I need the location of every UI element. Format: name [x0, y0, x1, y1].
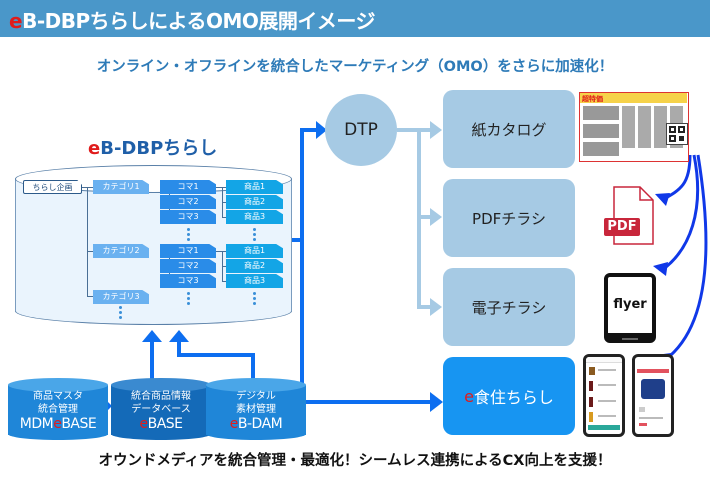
brand-pre: MDM [19, 416, 54, 432]
koma-node: コマ2 [160, 259, 216, 273]
cylinder-top [111, 378, 211, 392]
smartphone-list-screen [583, 354, 625, 437]
pdf-label: PDF [604, 218, 640, 236]
pdf-document-shape [613, 186, 654, 245]
koma-node: コマ3 [160, 274, 216, 288]
item-node: 商品3 [226, 210, 283, 224]
koma-node: コマ1 [160, 180, 216, 194]
smartphone-detail-screen [632, 354, 674, 437]
dtp-node: DTP [325, 94, 397, 166]
output-pdf-flyer: PDFチラシ [443, 179, 575, 257]
plan-node: ちらし企画 [23, 180, 82, 194]
dtp-output-arrows [397, 121, 442, 316]
cylinder-top [206, 378, 306, 392]
source-line2: 統合管理 [38, 404, 78, 415]
dbp-title: eB-DBPちらし [88, 134, 217, 160]
cylinder-top [8, 378, 108, 392]
item-node: 商品1 [226, 244, 283, 258]
cylinder-body [8, 385, 108, 435]
pdf-file-icon: PDF [604, 186, 656, 246]
title-text: B-DBPちらしによるOMO展開イメージ [22, 9, 376, 33]
footer-tagline: オウンドメディアを統合管理・最適化！シームレス連携によるCX向上を支援！ [98, 453, 612, 469]
source-line1: 商品マスタ [33, 391, 83, 402]
cylinder-body [206, 385, 306, 435]
source-brand: eBASE [111, 416, 211, 433]
header-bar: eB-DBPちらしによるOMO展開イメージ [0, 0, 710, 37]
page-title: eB-DBPちらしによるOMO展開イメージ [9, 5, 376, 34]
source-line1: 統合商品情報 [131, 391, 191, 402]
category-node: カテゴリ1 [93, 180, 149, 194]
koma-node: コマ1 [160, 244, 216, 258]
ellipsis-dots [187, 228, 190, 243]
paper-catalog-thumbnail: 超特価 [579, 92, 689, 162]
brand-post: BASE [147, 416, 183, 432]
source-label: 統合商品情報 データベース eBASE [111, 390, 211, 433]
brand-e-mark: e [139, 416, 148, 432]
e-mark: e [464, 386, 474, 406]
dbp-title-text: B-DBPちらし [100, 138, 218, 159]
source-mdm-ebase: 商品マスタ 統合管理 MDMeBASE [8, 378, 108, 440]
brand-post: BASE [61, 416, 97, 432]
flyer-tablet-icon: flyer [604, 273, 656, 343]
qr-curved-arrows [653, 154, 708, 367]
qr-code-icon [666, 123, 688, 145]
brand-e-mark: e [229, 416, 239, 432]
source-line1: デジタル [236, 391, 276, 402]
item-node: 商品3 [226, 274, 283, 288]
ellipsis-dots [253, 228, 256, 243]
source-label: デジタル 素材管理 eB-DAM [206, 390, 306, 433]
item-node: 商品2 [226, 259, 283, 273]
flyer-label: flyer [613, 297, 647, 312]
koma-node: コマ3 [160, 210, 216, 224]
output-paper-catalog: 紙カタログ [443, 90, 575, 168]
brand-e-mark: e [53, 416, 62, 432]
brand-post: B-DAM [237, 416, 283, 432]
subtitle: オンライン・オフラインを統合したマーケティング（OMO）をさらに加速化！ [96, 59, 614, 75]
dbp-e-mark: e [88, 138, 101, 159]
source-label: 商品マスタ 統合管理 MDMeBASE [8, 390, 108, 433]
category-node: カテゴリ3 [93, 290, 149, 304]
item-node: 商品2 [226, 195, 283, 209]
source-ebase: 統合商品情報 データベース eBASE [111, 378, 211, 440]
ellipsis-dots [119, 306, 122, 321]
category-node: カテゴリ2 [93, 244, 149, 258]
cylinder-body [111, 385, 211, 435]
ellipsis-dots [253, 292, 256, 307]
title-e-mark: e [9, 9, 23, 33]
source-line2: 素材管理 [236, 404, 276, 415]
ellipsis-dots [187, 292, 190, 307]
source-line2: データベース [131, 404, 191, 415]
source-brand: eB-DAM [206, 416, 306, 433]
output-label: 食住ちらし [473, 388, 554, 407]
source-brand: MDMeBASE [8, 416, 108, 433]
item-node: 商品1 [226, 180, 283, 194]
output-e-flyer: 電子チラシ [443, 268, 575, 346]
koma-node: コマ2 [160, 195, 216, 209]
source-eb-dam: デジタル 素材管理 eB-DAM [206, 378, 306, 440]
